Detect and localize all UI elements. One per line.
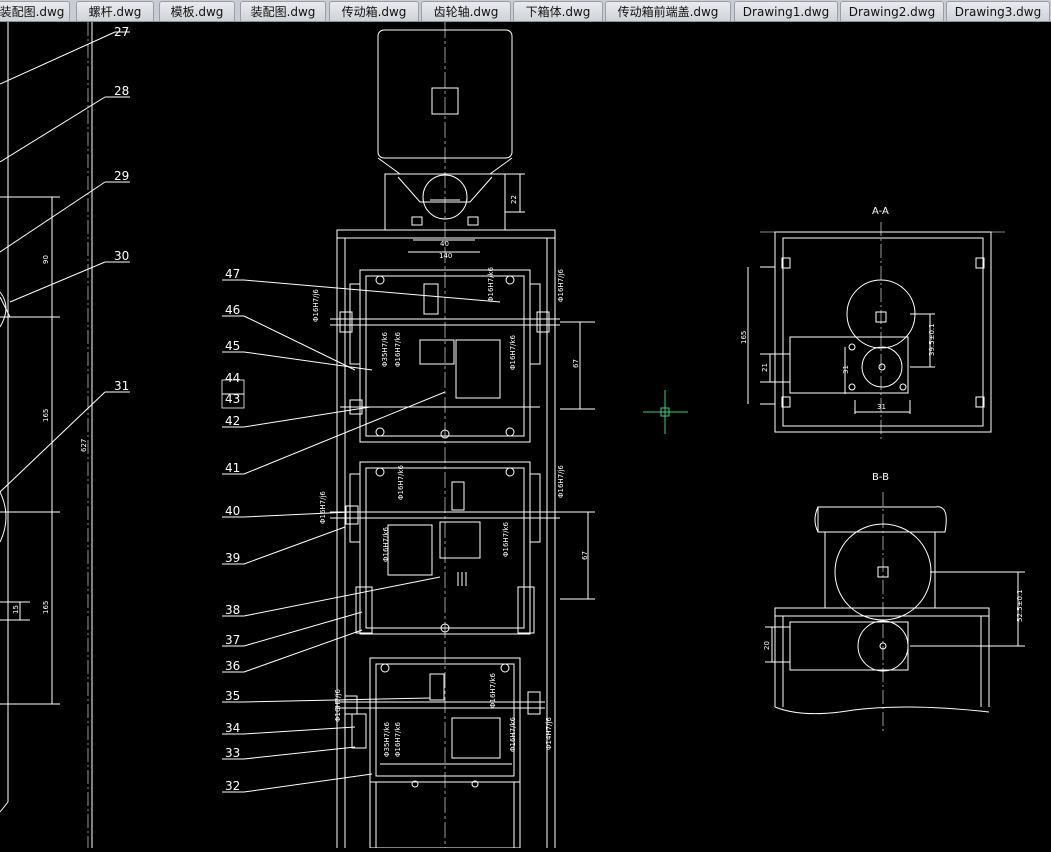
- left-partial-view: [0, 22, 130, 848]
- fit-annotation: Φ16H7/j6: [334, 689, 342, 722]
- fit-annotation: Φ16H7/k6: [489, 672, 497, 708]
- left-callout: 31: [114, 379, 129, 393]
- tab-drawing1[interactable]: Drawing1.dwg: [734, 1, 838, 21]
- left-callout: 29: [114, 169, 129, 183]
- crosshair-cursor: [643, 390, 688, 434]
- left-callout: 30: [114, 249, 129, 263]
- part-number: 32: [225, 779, 240, 793]
- dimension-text: 39.5±0.1: [928, 323, 936, 356]
- dimension-text: 31: [877, 403, 886, 411]
- fit-annotation: Φ16H7/k6: [509, 716, 517, 752]
- part-number: 42: [225, 414, 240, 428]
- center-assembly: [221, 22, 595, 849]
- tab-screw[interactable]: 螺杆.dwg: [76, 1, 154, 21]
- part-number: 46: [225, 303, 240, 317]
- file-tab-bar: 装配图.dwg 螺杆.dwg 模板.dwg 装配图.dwg 传动箱.dwg 齿轮…: [0, 0, 1051, 22]
- left-callout: 28: [114, 84, 129, 98]
- part-number: 39: [225, 551, 240, 565]
- fit-annotation: Φ16H7/k6: [394, 331, 402, 367]
- tab-transmission-box[interactable]: 传动箱.dwg: [329, 1, 419, 21]
- dimension-text: 67: [572, 359, 580, 368]
- dimension-text: 165: [42, 409, 50, 422]
- part-number: 38: [225, 603, 240, 617]
- fit-annotation: Φ16H7/k6: [487, 266, 495, 302]
- dimension-text: 67: [581, 551, 589, 560]
- part-number: 37: [225, 633, 240, 647]
- tab-template[interactable]: 模板.dwg: [159, 1, 235, 21]
- tab-assembly-2[interactable]: 装配图.dwg: [240, 1, 326, 21]
- tab-front-cover[interactable]: 传动箱前端盖.dwg: [605, 1, 731, 21]
- dimension-text: 165: [740, 331, 748, 344]
- tab-gear-shaft[interactable]: 齿轮轴.dwg: [421, 1, 511, 21]
- fit-annotation: Φ16H7/k6: [502, 521, 510, 557]
- dimension-text: 22: [510, 195, 518, 204]
- part-number: 45: [225, 339, 240, 353]
- tab-drawing3[interactable]: Drawing3.dwg: [946, 1, 1050, 21]
- dimension-text: 40: [440, 240, 449, 248]
- part-number: 47: [225, 267, 240, 281]
- tab-assembly-1[interactable]: 装配图.dwg: [0, 1, 70, 21]
- part-number: 44: [225, 371, 240, 385]
- dimension-text: 21: [761, 363, 769, 372]
- drawing-canvas[interactable]: 27 28 29 30 31 47 46 45 44 43 42 41 40 3…: [0, 22, 1051, 849]
- fit-annotation: Φ16H7/j6: [312, 289, 320, 322]
- part-number: 43: [225, 392, 240, 406]
- dimension-text: 90: [42, 255, 50, 264]
- fit-annotation: Φ14H7/j6: [545, 717, 553, 750]
- part-number: 36: [225, 659, 240, 673]
- left-callout: 27: [114, 25, 129, 39]
- fit-annotation: Φ16H7/k6: [397, 464, 405, 500]
- dimension-text: 31: [842, 365, 850, 374]
- fit-annotation: Φ35H7/k6: [381, 331, 389, 367]
- fit-annotation: Φ35H7/k6: [383, 721, 391, 757]
- dimension-text: 140: [439, 252, 452, 260]
- section-b-b: [765, 492, 1025, 732]
- fit-annotation: Φ16H7/k6: [509, 334, 517, 370]
- cad-drawing: 27 28 29 30 31 47 46 45 44 43 42 41 40 3…: [0, 22, 1025, 849]
- dimension-text: 15: [12, 605, 20, 614]
- gearbox-2: [359, 461, 531, 635]
- dimension-text: 52.5±0.1: [1016, 589, 1024, 622]
- fit-annotation: Φ16H7/k6: [382, 526, 390, 562]
- section-a-a: [747, 222, 1005, 442]
- part-number: 35: [225, 689, 240, 703]
- tab-drawing2[interactable]: Drawing2.dwg: [840, 1, 944, 21]
- fit-annotation: Φ16H7/j6: [319, 491, 327, 524]
- fit-annotation: Φ16H7/j6: [557, 465, 565, 498]
- part-number: 33: [225, 746, 240, 760]
- part-number: 40: [225, 504, 240, 518]
- section-title-a-a: A-A: [872, 206, 889, 217]
- dimension-text: 20: [763, 641, 771, 650]
- fit-annotation: Φ16H7/k6: [394, 721, 402, 757]
- tab-lower-case[interactable]: 下箱体.dwg: [513, 1, 603, 21]
- part-number: 34: [225, 721, 240, 735]
- fit-annotation: Φ16H7/j6: [557, 269, 565, 302]
- part-number: 41: [225, 461, 240, 475]
- section-title-b-b: B-B: [872, 472, 889, 483]
- dimension-text: 627: [80, 439, 88, 452]
- dimension-text: 165: [42, 601, 50, 614]
